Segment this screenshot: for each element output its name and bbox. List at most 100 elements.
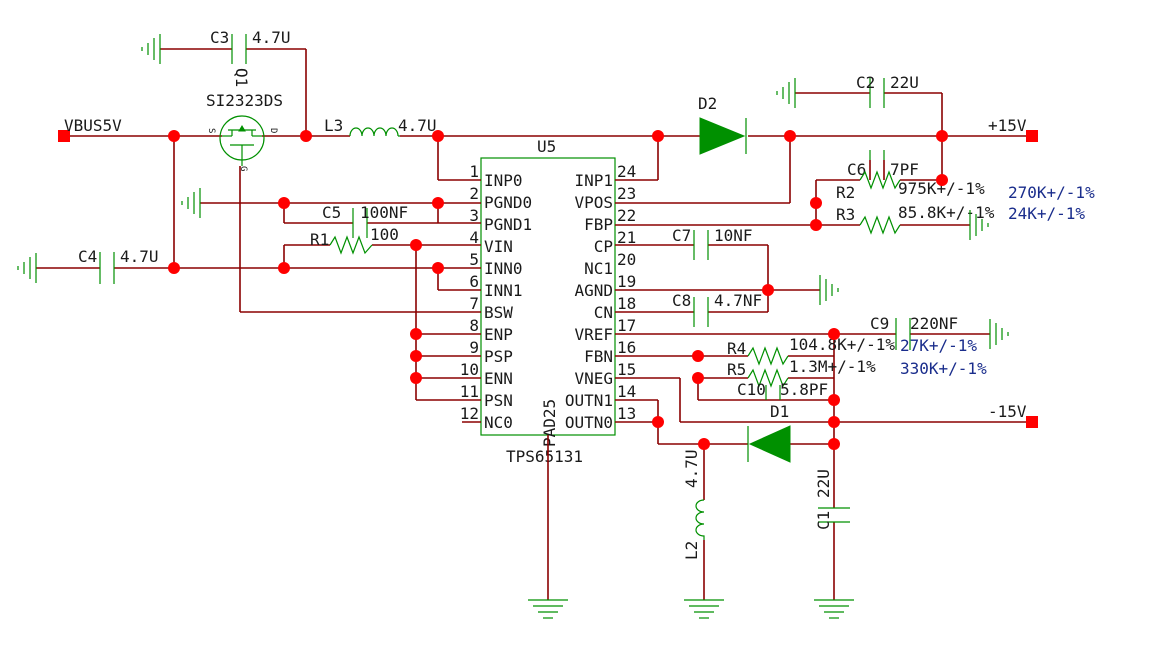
wires xyxy=(36,48,1030,600)
c2-ref: C2 xyxy=(856,73,875,92)
ground-icon xyxy=(141,34,161,64)
resistor-r1[interactable]: R1 100 xyxy=(310,225,399,255)
capacitor-c1[interactable]: C1 22U xyxy=(814,469,850,530)
r5-value: 1.3M+/-1% xyxy=(789,357,876,376)
c3-ref: C3 xyxy=(210,28,229,47)
d1-ref: D1 xyxy=(770,402,789,421)
ic-pin-name: NC1 xyxy=(584,259,613,278)
resistor-r2[interactable]: R2 975K+/-1% 270K+/-1% xyxy=(836,170,1095,202)
ic-pin-name: FBP xyxy=(584,215,613,234)
resistor-r5[interactable]: R5 1.3M+/-1% 330K+/-1% xyxy=(727,357,987,388)
ground-symbols xyxy=(17,34,1009,619)
q1-part: SI2323DS xyxy=(206,91,283,110)
r3-alt-value: 24K+/-1% xyxy=(1008,204,1085,223)
junction-dots xyxy=(168,130,948,450)
d2-ref: D2 xyxy=(698,94,717,113)
c8-ref: C8 xyxy=(672,291,691,310)
ic-pin-name: CN xyxy=(594,303,613,322)
ic-pin-number: 7 xyxy=(469,294,479,313)
transistor-q1[interactable]: Q1 SI2323DS S D G xyxy=(206,68,283,171)
q1-pin-g: G xyxy=(238,166,248,171)
c5-value: 100NF xyxy=(360,203,408,222)
resistor-r3[interactable]: R3 85.8K+/-1% 24K+/-1% xyxy=(836,203,1085,235)
l2-ref: L2 xyxy=(682,541,701,560)
ground-icon xyxy=(989,319,1009,349)
ic-pin-name: VIN xyxy=(484,237,513,256)
c10-value: 5.8PF xyxy=(780,380,828,399)
capacitor-c4[interactable]: C4 4.7U xyxy=(78,247,159,284)
r3-ref: R3 xyxy=(836,205,855,224)
ground-icon xyxy=(17,253,37,283)
ic-pin-name: INN0 xyxy=(484,259,523,278)
l2-value: 4.7U xyxy=(682,449,701,488)
r4-alt-value: 27K+/-1% xyxy=(900,336,977,355)
ic-pin-number: 16 xyxy=(617,338,636,357)
c5-ref: C5 xyxy=(322,203,341,222)
ic-pin-number: 20 xyxy=(617,250,636,269)
ic-pin-name: ENN xyxy=(484,369,513,388)
r2-value: 975K+/-1% xyxy=(898,179,985,198)
r1-ref: R1 xyxy=(310,230,329,249)
r1-value: 100 xyxy=(370,225,399,244)
ic-pin-number: 8 xyxy=(469,316,479,335)
ic-pin-number: 2 xyxy=(469,184,479,203)
port-square-icon xyxy=(58,130,70,142)
ic-pin-number: 22 xyxy=(617,206,636,225)
c4-value: 4.7U xyxy=(120,247,159,266)
ic-pin-name: PSN xyxy=(484,391,513,410)
ic-pin-number: 17 xyxy=(617,316,636,335)
c9-value: 220NF xyxy=(910,314,958,333)
r4-ref: R4 xyxy=(727,339,746,358)
diode-d2[interactable]: D2 xyxy=(698,94,747,155)
port-square-icon xyxy=(1026,130,1038,142)
net-port-pos15[interactable]: +15V xyxy=(988,116,1038,142)
c7-value: 10NF xyxy=(714,226,753,245)
ic-pin-number: 9 xyxy=(469,338,479,357)
ic-pin-number: 19 xyxy=(617,272,636,291)
capacitor-c7[interactable]: C7 10NF xyxy=(672,226,753,260)
ground-icon xyxy=(969,210,989,240)
diode-d1[interactable]: D1 xyxy=(747,402,791,463)
q1-pin-s: S xyxy=(206,128,216,133)
ic-pin-name: INP0 xyxy=(484,171,523,190)
ic-pin-name: FBN xyxy=(584,347,613,366)
net-port-vbus[interactable]: VBUS5V xyxy=(58,116,122,142)
ic-pin-name: NC0 xyxy=(484,413,513,432)
c4-ref: C4 xyxy=(78,247,97,266)
inductor-l3[interactable]: L3 4.7U xyxy=(324,116,437,137)
ground-icon xyxy=(819,275,839,305)
capacitor-c6[interactable]: C6 7PF xyxy=(847,150,919,179)
c2-value: 22U xyxy=(890,73,919,92)
ic-pin-number: 12 xyxy=(460,404,479,423)
r4-value: 104.8K+/-1% xyxy=(789,335,895,354)
capacitor-c3[interactable]: C3 4.7U xyxy=(210,28,291,64)
ground-icon xyxy=(776,78,796,108)
ic-pin-name: VPOS xyxy=(574,193,613,212)
ic-pin-number: 1 xyxy=(469,162,479,181)
ic-pin-number: 4 xyxy=(469,228,479,247)
capacitor-c8[interactable]: C8 4.7NF xyxy=(672,291,762,327)
resistor-r4[interactable]: R4 104.8K+/-1% 27K+/-1% xyxy=(727,335,977,366)
ic-pin-name: PSP xyxy=(484,347,513,366)
ic-pin-name: INN1 xyxy=(484,281,523,300)
capacitor-c10[interactable]: C10 5.8PF xyxy=(737,380,828,400)
ic-pin-number: 3 xyxy=(469,206,479,225)
ic-pad-label: PAD25 xyxy=(540,399,559,447)
net-port-neg15[interactable]: -15V xyxy=(988,402,1038,428)
c6-value: 7PF xyxy=(890,160,919,179)
r5-alt-value: 330K+/-1% xyxy=(900,359,987,378)
ic-pin-number: 15 xyxy=(617,360,636,379)
net-label-vbus: VBUS5V xyxy=(64,116,122,135)
capacitor-c9[interactable]: C9 220NF xyxy=(870,314,958,350)
c10-ref: C10 xyxy=(737,380,766,399)
ic-pin-name: VNEG xyxy=(574,369,613,388)
l3-ref: L3 xyxy=(324,116,343,135)
ic-pin-name: AGND xyxy=(574,281,613,300)
ground-icon xyxy=(814,599,854,619)
capacitor-c5[interactable]: C5 100NF xyxy=(322,203,408,238)
c1-ref: C1 xyxy=(814,511,833,530)
capacitor-c2[interactable]: C2 22U xyxy=(856,73,919,108)
inductor-l2[interactable]: L2 4.7U xyxy=(682,449,705,560)
